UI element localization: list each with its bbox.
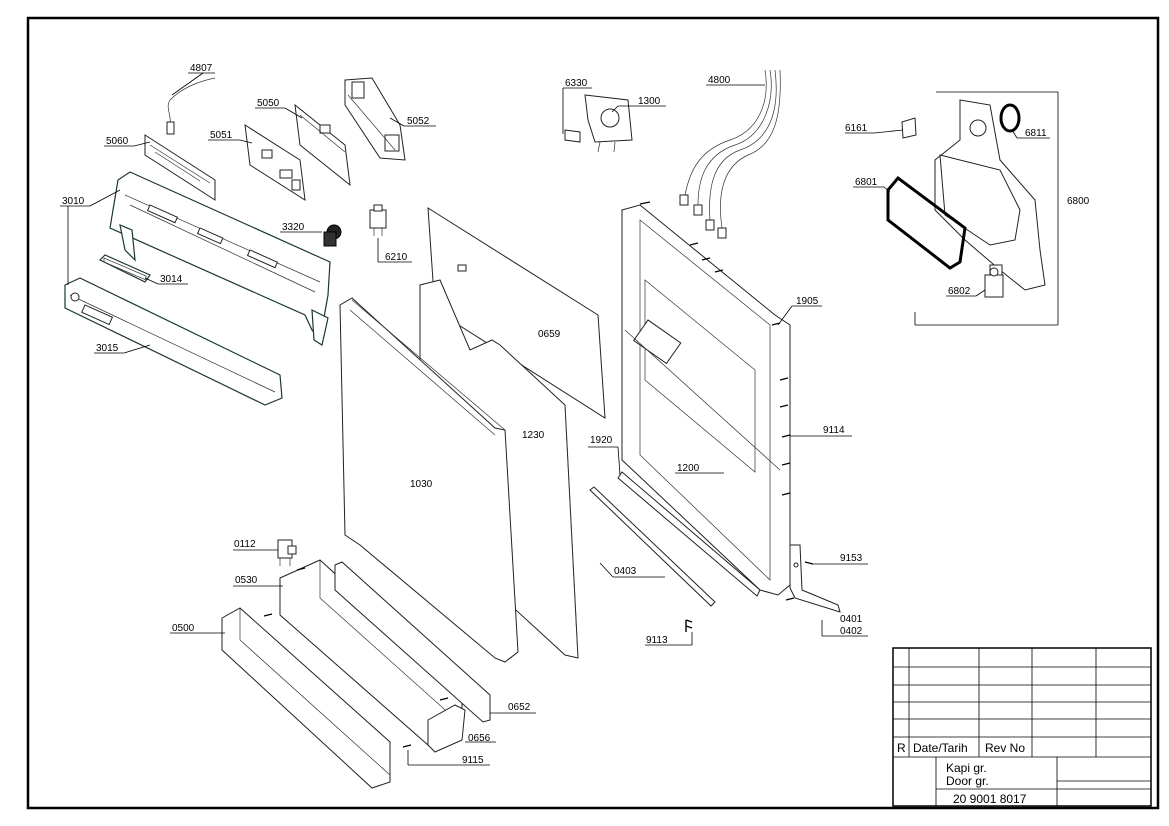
part-3015-fascia (64, 277, 283, 406)
part-4807-cable (166, 77, 216, 135)
tb-title-line2: Door gr. (946, 774, 989, 788)
part-0112-latch (277, 539, 297, 566)
screws (263, 201, 814, 748)
callout-3320: 3320 (282, 222, 305, 233)
part-1030-outer-door (339, 297, 519, 663)
callout-6811: 6811 (1025, 128, 1047, 139)
callout-labels: 4807 5050 5052 5051 5060 3010 3320 6210 … (62, 63, 1090, 766)
part-5050-board (294, 103, 351, 187)
callout-9113: 9113 (646, 635, 668, 646)
part-3014-inner-panel (98, 254, 151, 283)
part-3010-control-panel (109, 171, 331, 346)
part-0403-seal (589, 486, 716, 607)
part-5052-bracket (344, 77, 406, 161)
sheet-border (26, 16, 1160, 810)
tb-date-header: Date/Tarih (913, 741, 968, 755)
part-6210-switch (369, 204, 387, 236)
part-1920-strip (617, 471, 761, 597)
callout-3010: 3010 (62, 196, 85, 207)
callout-4807: 4807 (190, 63, 213, 74)
callout-1030: 1030 (410, 479, 433, 490)
callout-1905: 1905 (796, 296, 819, 307)
part-3320-knob (323, 224, 342, 247)
callout-3015: 3015 (96, 343, 119, 354)
callout-0652: 0652 (508, 702, 531, 713)
callout-0402: 0402 (840, 626, 863, 637)
callout-0659: 0659 (538, 329, 561, 340)
part-1300-latch (584, 94, 633, 153)
callout-6161: 6161 (845, 123, 868, 134)
callout-5060: 5060 (106, 136, 129, 147)
callout-6800: 6800 (1067, 196, 1090, 207)
tb-drawing-number: 20 9001 8017 (953, 792, 1027, 806)
part-5051-board (244, 124, 306, 201)
part-5060-board (144, 134, 216, 201)
tb-title-line1: Kapi gr. (946, 761, 987, 775)
callout-0656: 0656 (468, 733, 491, 744)
callout-1230: 1230 (522, 430, 545, 441)
title-block: R Date/Tarih Rev No Kapi gr. Door gr. 20… (892, 647, 1152, 807)
callout-6330: 6330 (565, 78, 588, 89)
callout-4800: 4800 (708, 75, 731, 86)
callout-9153: 9153 (840, 553, 863, 564)
part-9113-clip (685, 619, 693, 632)
callout-9115: 9115 (462, 755, 484, 766)
tb-r-label: R (897, 741, 906, 755)
callout-0112: 0112 (234, 539, 256, 550)
part-1200-inner-door (621, 204, 791, 596)
part-6802-actuator (984, 267, 1004, 298)
callout-0401: 0401 (840, 614, 863, 625)
part-0500-plinth (221, 607, 391, 789)
part-0401-0402-hinge (789, 544, 841, 613)
part-0659-insulation (427, 207, 606, 419)
part-6161 (901, 117, 917, 139)
callout-6801: 6801 (855, 177, 878, 188)
callout-1300: 1300 (638, 96, 661, 107)
part-0652-strip (334, 561, 491, 723)
callout-6210: 6210 (385, 252, 408, 263)
part-0656-endcap (427, 704, 466, 753)
callout-5051: 5051 (210, 130, 233, 141)
part-6330-clip (564, 129, 581, 143)
leader-lines (60, 72, 1050, 766)
callout-0500: 0500 (172, 623, 195, 634)
callout-0530: 0530 (235, 575, 258, 586)
part-4800-harness (679, 69, 781, 239)
part-6801-gasket (886, 175, 967, 270)
part-6800-dispenser-group (914, 91, 1059, 326)
callout-1200: 1200 (677, 463, 700, 474)
callout-1920: 1920 (590, 435, 613, 446)
part-6811-ring (999, 103, 1021, 133)
tb-rev-header: Rev No (985, 741, 1025, 755)
callout-9114: 9114 (823, 425, 845, 436)
callout-3014: 3014 (160, 274, 183, 285)
callout-6802: 6802 (948, 286, 971, 297)
callout-5052: 5052 (407, 116, 430, 127)
callout-5050: 5050 (257, 98, 280, 109)
callout-0403: 0403 (614, 566, 637, 577)
